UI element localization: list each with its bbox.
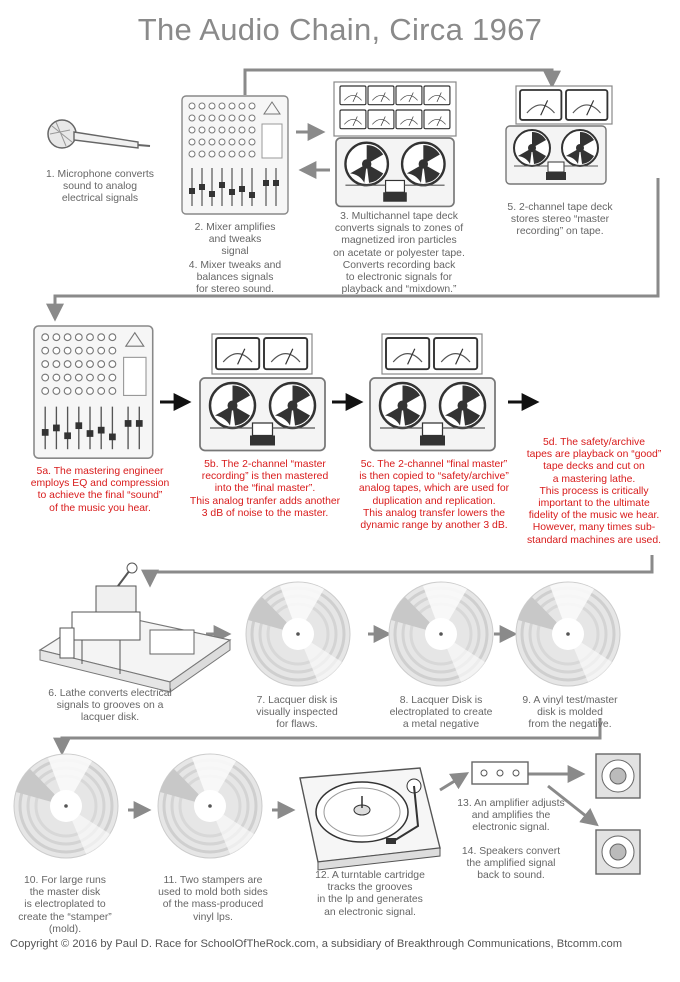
step-5d-caption: 5d. The safety/archive tapes are playbac… (526, 437, 662, 546)
page-title: The Audio Chain, Circa 1967 (137, 12, 543, 47)
multichannel-tape-deck-icon (333, 81, 457, 208)
cutting-lathe-icon (38, 562, 232, 693)
mastering-mixer-icon (33, 325, 154, 459)
copyright-footer: Copyright © 2016 by Paul D. Race for Sch… (10, 938, 623, 950)
step-1-caption: 1. Microphone converts sound to analog e… (45, 169, 154, 205)
step-13-caption: 13. An amplifier adjusts and amplifies t… (457, 798, 565, 834)
metal-negative-disk-icon (387, 580, 495, 688)
archive-tape-deck-icon (368, 333, 497, 452)
step-6-caption: 6. Lathe converts electrical signals to … (48, 688, 172, 724)
lacquer-disk-icon (244, 580, 352, 688)
mastering-tape-deck-icon (198, 333, 327, 452)
step-5b-caption: 5b. The 2-channel “master recording” is … (189, 459, 341, 519)
microphone-icon (47, 119, 151, 149)
step-4-caption: 4. Mixer tweaks and balances signals for… (188, 260, 282, 296)
step-9-caption: 9. A vinyl test/master disk is molded fr… (522, 695, 618, 731)
step-5c-caption: 5c. The 2-channel “final master” is then… (358, 459, 510, 532)
speaker-icon (595, 753, 641, 799)
step-11-caption: 11. Two stampers are used to mold both s… (158, 875, 268, 923)
step-7-caption: 7. Lacquer disk is visually inspected fo… (256, 695, 338, 731)
step-14-caption: 14. Speakers convert the amplified signa… (461, 846, 561, 882)
mixer-icon (181, 95, 289, 215)
step-3-caption: 3. Multichannel tape deck converts signa… (333, 211, 465, 296)
step-5a-caption: 5a. The mastering engineer employs EQ an… (30, 466, 170, 514)
speaker-icon (595, 829, 641, 875)
vinyl-master-disk-icon (514, 580, 622, 688)
step-5-caption: 5. 2-channel tape deck stores stereo “ma… (507, 202, 613, 238)
step-12-caption: 12. A turntable cartridge tracks the gro… (315, 870, 425, 918)
vinyl-lp-disk-icon (156, 752, 264, 860)
stereo-tape-deck-icon (505, 85, 613, 185)
step-8-caption: 8. Lacquer Disk is electroplated to crea… (389, 695, 493, 731)
step-2-caption: 2. Mixer amplifies and tweaks signal (194, 222, 276, 258)
stamper-disk-icon (12, 752, 120, 860)
amplifier-icon (471, 761, 529, 785)
turntable-icon (299, 767, 441, 871)
step-10-caption: 10. For large runs the master disk is el… (18, 875, 112, 935)
